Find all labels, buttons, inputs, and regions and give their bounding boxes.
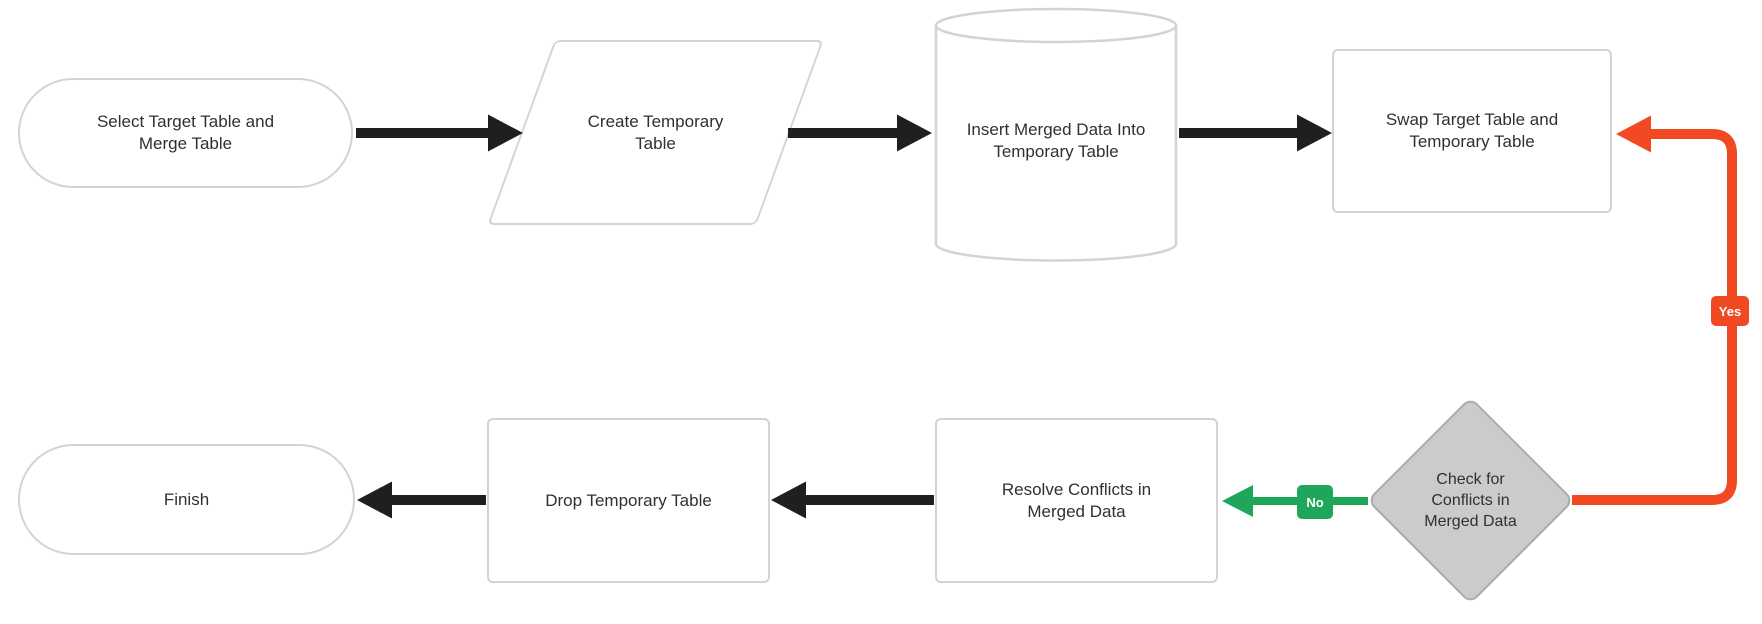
node-check-conflicts[interactable] [1366, 396, 1575, 605]
cylinder-body [934, 25, 1178, 262]
node-label: Swap Target Table and Temporary Table [1385, 110, 1559, 151]
node-finish[interactable]: Finish [18, 444, 355, 555]
arrowhead-left-icon [357, 481, 392, 519]
node-insert-merged-data[interactable] [933, 6, 1179, 264]
node-select-tables[interactable]: Select Target Table and Merge Table [18, 78, 353, 188]
node-drop-temp-table[interactable]: Drop Temporary Table [487, 418, 770, 583]
edge-insert-to-swap [1179, 114, 1332, 152]
edge-resolve-to-drop [771, 481, 934, 519]
edge-select-to-create [356, 114, 523, 152]
cylinder-top [934, 7, 1178, 44]
edge-label-yes: Yes [1711, 296, 1749, 326]
node-create-temp-table[interactable] [487, 40, 824, 225]
node-swap-tables[interactable]: Swap Target Table and Temporary Table [1332, 49, 1612, 213]
arrowhead-left-icon [1222, 485, 1253, 517]
edge-create-to-insert [788, 114, 932, 152]
node-label: Finish [163, 489, 210, 509]
edge-label-no: No [1297, 485, 1333, 519]
edge-label-text: Yes [1718, 303, 1742, 319]
node-label: Drop Temporary Table [545, 490, 712, 510]
node-resolve-conflicts[interactable]: Resolve Conflicts in Merged Data [935, 418, 1218, 583]
node-label: Resolve Conflicts in Merged Data [1001, 479, 1152, 521]
arrowhead-left-icon [1616, 115, 1651, 153]
arrowhead-left-icon [771, 481, 806, 519]
edge-check-no-to-resolve [1222, 485, 1368, 517]
edge-drop-to-finish [357, 481, 486, 519]
arrowhead-right-icon [897, 114, 932, 152]
node-label: Select Target Table and Merge Table [96, 112, 275, 153]
edge-label-text: No [1306, 494, 1324, 510]
arrowhead-right-icon [1297, 114, 1332, 152]
